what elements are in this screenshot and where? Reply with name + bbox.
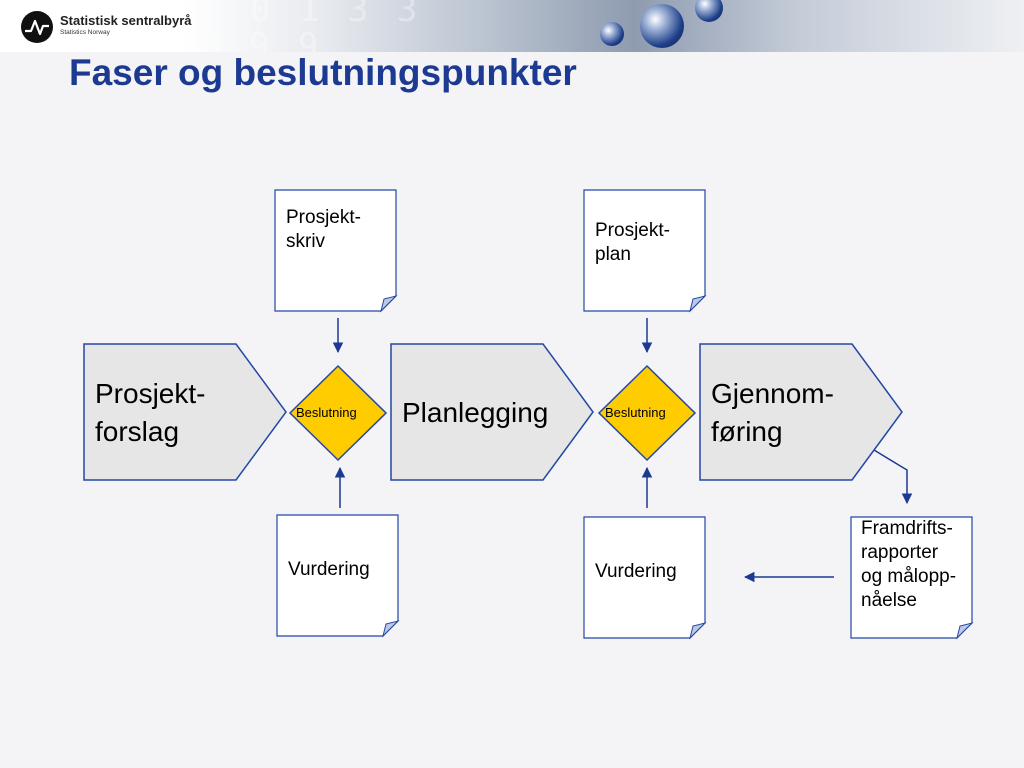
decision-diamond [288, 364, 388, 462]
banner-orb [600, 22, 624, 46]
document-fold [956, 622, 974, 640]
document-fold [382, 620, 400, 638]
decision-label: Beslutning [605, 405, 666, 420]
document-label-line: og målopp- [861, 566, 957, 587]
banner-orb [695, 0, 723, 22]
phase-label-planlegging: Planlegging [402, 394, 548, 432]
document-label-line: Prosjekt- [286, 207, 361, 228]
phase-shape-planlegging [390, 343, 594, 481]
phase-shape-prosjektforslag [83, 343, 287, 481]
document-label-vurdering-1: Vurdering [288, 559, 370, 580]
document-label-prosjektplan: Prosjekt- plan [595, 219, 670, 267]
phase-label-line: Planlegging [402, 397, 549, 428]
document-label-line: rapporter [861, 542, 939, 563]
phase-label-line: føring [711, 416, 783, 447]
phase-label-prosjektforslag: Prosjekt- forslag [95, 375, 205, 451]
phase-label-line: forslag [95, 416, 180, 447]
connector-arrow [873, 449, 913, 505]
document-label-framdriftsrapporter: Framdrifts- rapporter og målopp- nåelse [861, 517, 956, 613]
banner-orb [640, 4, 684, 48]
org-subtitle: Statistics Norway [60, 29, 110, 36]
document-label-line: skriv [286, 231, 326, 252]
document-label-line: Framdrifts- [861, 518, 953, 539]
document-fold [689, 295, 707, 313]
page-title: Faser og beslutningspunkter [69, 52, 577, 93]
decision-label: Beslutning [296, 405, 357, 420]
phase-shape-gjennomforing [699, 343, 903, 481]
document-label-line: nåelse [861, 590, 917, 611]
document-fold [380, 295, 398, 313]
banner-decoration: 0 1 3 3 [250, 0, 422, 30]
decision-diamond [597, 364, 697, 462]
header-banner: 0 1 3 3 8 9 9 [0, 0, 1024, 52]
phase-label-line: Prosjekt- [95, 378, 206, 409]
phase-label-gjennomforing: Gjennom- føring [711, 375, 834, 451]
document-label-prosjektskriv: Prosjekt- skriv [286, 206, 361, 254]
banner-decoration: 8 9 9 [200, 26, 323, 52]
document-fold [689, 622, 707, 640]
document-label-vurdering-2: Vurdering [595, 561, 677, 582]
phase-label-line: Gjennom- [711, 378, 834, 409]
document-label-line: Prosjekt- [595, 220, 670, 241]
org-name: Statistisk sentralbyrå [60, 13, 192, 28]
ssb-logo-icon [21, 11, 53, 43]
document-label-line: plan [595, 244, 631, 265]
